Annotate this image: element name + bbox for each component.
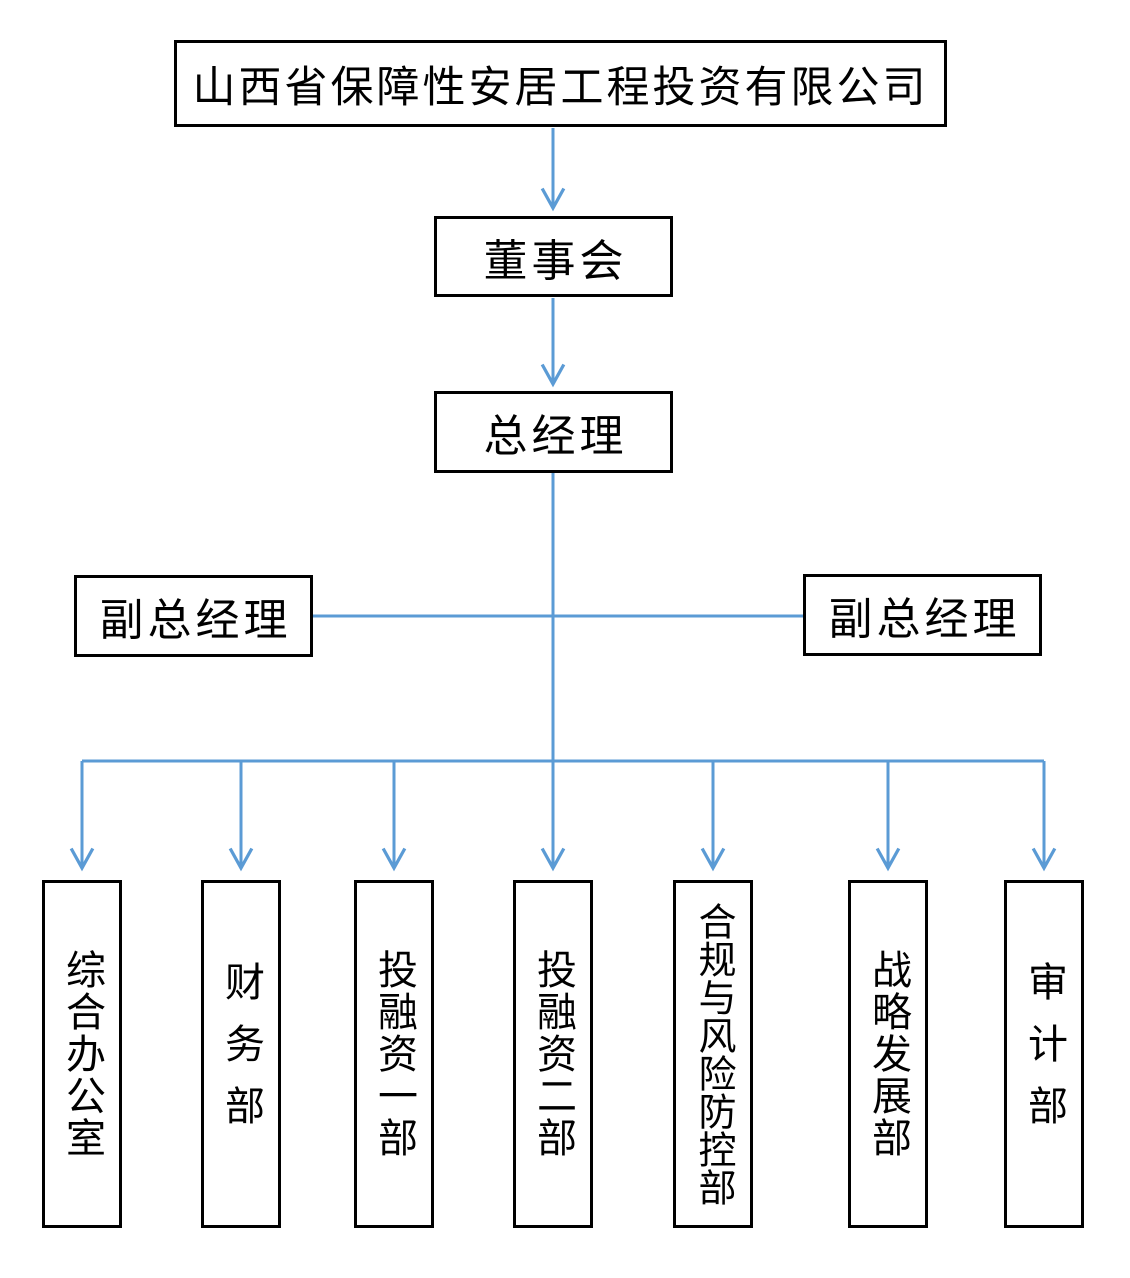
deputy-gm-right-label: 副总经理 xyxy=(828,595,1021,644)
dept-box-investment-financing-1: 投融资一部 xyxy=(354,880,434,1228)
dept-box-general-office: 综合办公室 xyxy=(42,880,122,1228)
dept-box-finance: 财务部 xyxy=(201,880,281,1228)
dept-label-general-office: 综合办公室 xyxy=(60,949,105,1159)
dept-label-strategic-development: 战略发展部 xyxy=(866,949,911,1159)
dept-box-investment-financing-2: 投融资二部 xyxy=(513,880,593,1228)
general-manager-box: 总经理 xyxy=(434,391,673,473)
company-box: 山西省保障性安居工程投资有限公司 xyxy=(174,40,947,127)
deputy-gm-left-label: 副总经理 xyxy=(99,596,292,645)
board-box: 董事会 xyxy=(434,216,673,297)
board-label: 董事会 xyxy=(483,236,628,286)
dept-label-compliance-risk-control: 合规与风险防控部 xyxy=(692,902,734,1206)
dept-box-audit: 审计部 xyxy=(1004,880,1084,1228)
dept-label-investment-financing-2: 投融资二部 xyxy=(531,949,576,1159)
dept-label-finance: 财务部 xyxy=(219,961,264,1147)
company-name: 山西省保障性安居工程投资有限公司 xyxy=(192,64,929,112)
dept-label-investment-financing-1: 投融资一部 xyxy=(372,949,417,1159)
general-manager-label: 总经理 xyxy=(483,412,628,461)
dept-label-audit: 审计部 xyxy=(1022,961,1067,1147)
deputy-gm-left-box: 副总经理 xyxy=(74,575,313,657)
deputy-gm-right-box: 副总经理 xyxy=(803,574,1042,656)
dept-box-strategic-development: 战略发展部 xyxy=(848,880,928,1228)
dept-box-compliance-risk-control: 合规与风险防控部 xyxy=(673,880,753,1228)
